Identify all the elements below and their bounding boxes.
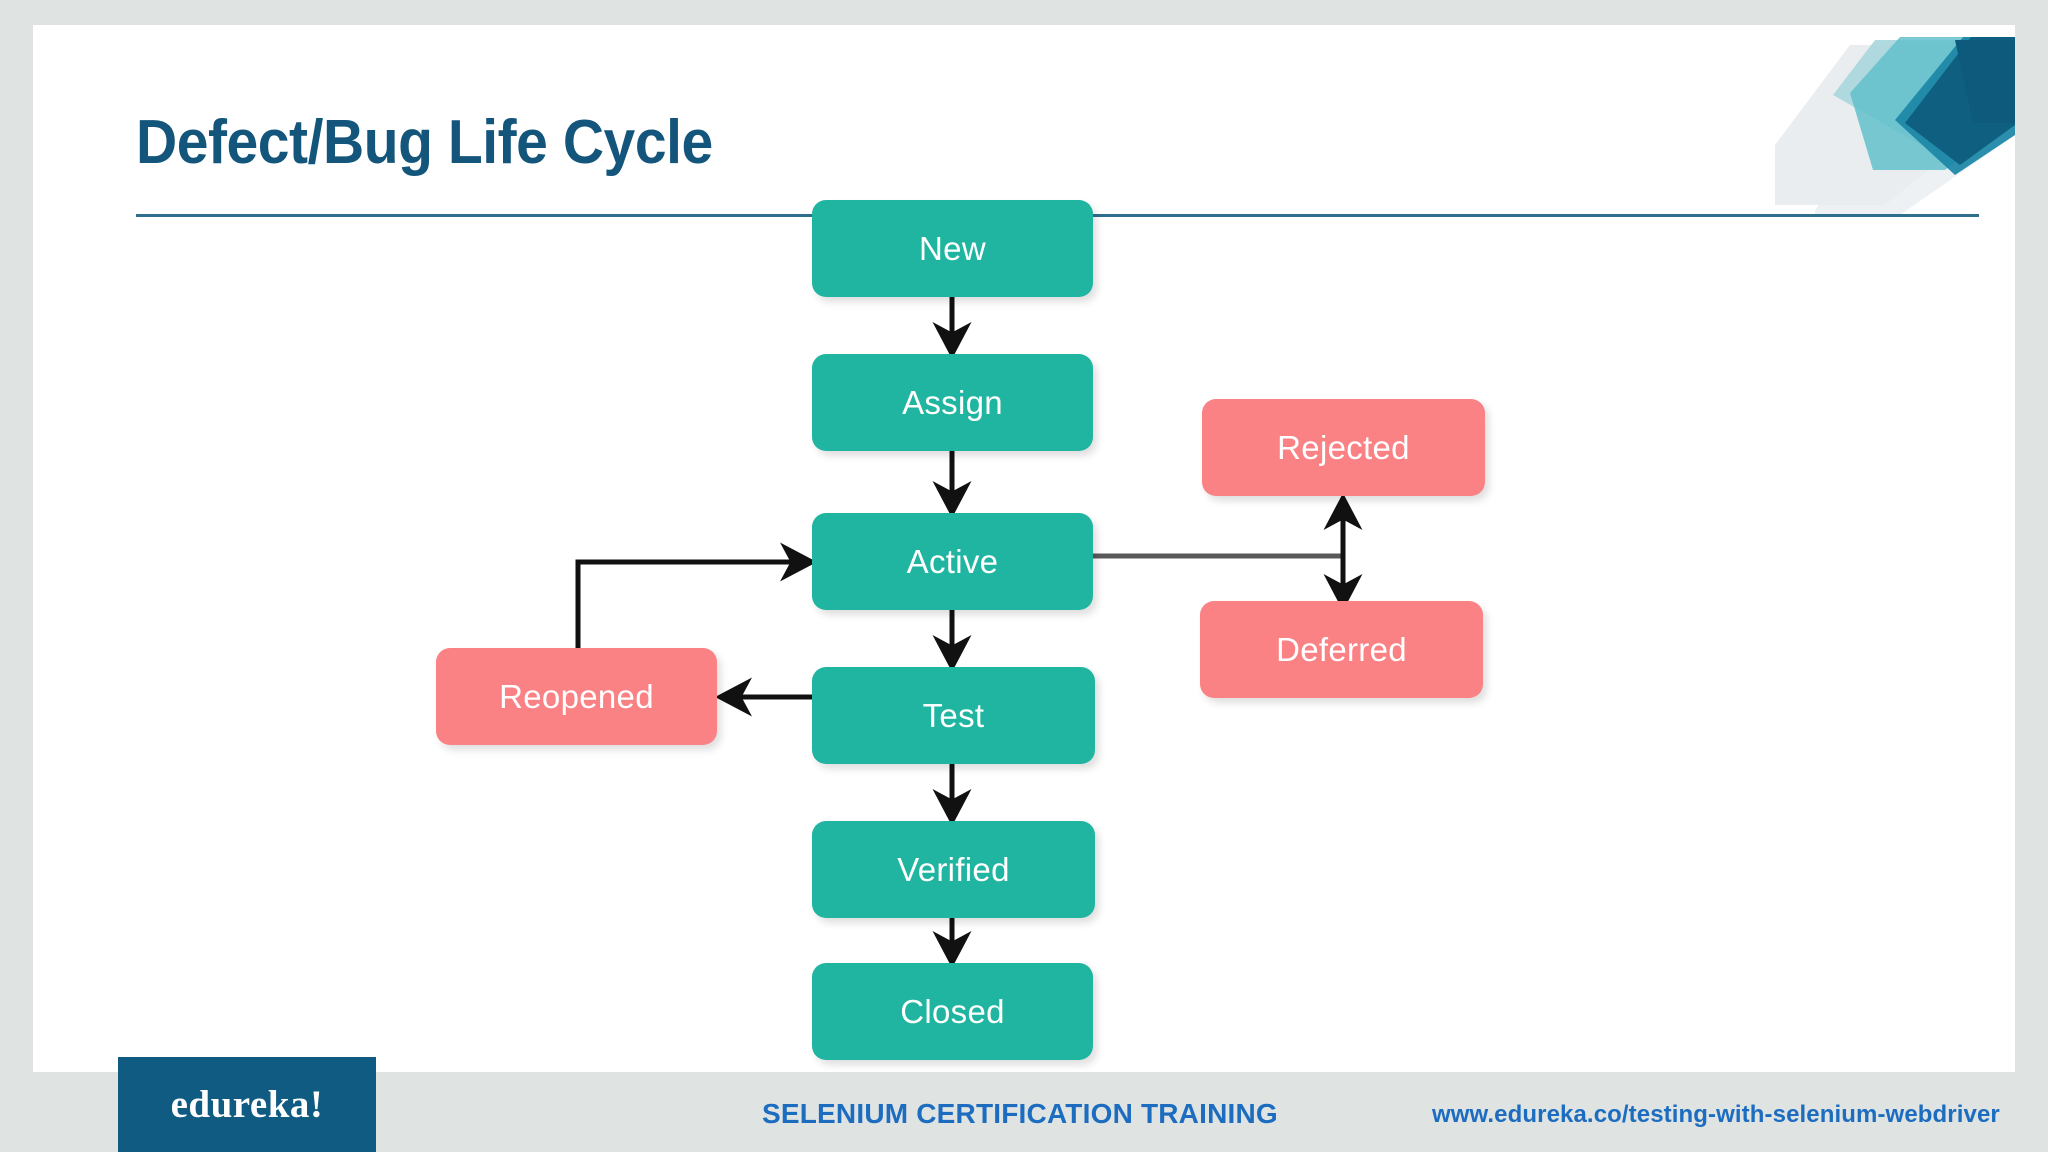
footer-url-link[interactable]: www.edureka.co/testing-with-selenium-web… bbox=[1432, 1101, 2000, 1128]
flow-node-assign[interactable]: Assign bbox=[812, 354, 1093, 451]
edureka-logo-text: edureka! bbox=[170, 1083, 324, 1126]
flow-node-closed[interactable]: Closed bbox=[812, 963, 1093, 1060]
edureka-logo[interactable]: edureka! bbox=[118, 1057, 376, 1152]
flow-node-active[interactable]: Active bbox=[812, 513, 1093, 610]
flow-node-rejected[interactable]: Rejected bbox=[1202, 399, 1485, 496]
flow-node-test[interactable]: Test bbox=[812, 667, 1095, 764]
flow-node-verified[interactable]: Verified bbox=[812, 821, 1095, 918]
flow-node-new[interactable]: New bbox=[812, 200, 1093, 297]
footer-course-title: SELENIUM CERTIFICATION TRAINING bbox=[762, 1098, 1278, 1129]
flow-node-deferred[interactable]: Deferred bbox=[1200, 601, 1483, 698]
flow-node-reopened[interactable]: Reopened bbox=[436, 648, 717, 745]
page-title: Defect/Bug Life Cycle bbox=[136, 108, 713, 177]
